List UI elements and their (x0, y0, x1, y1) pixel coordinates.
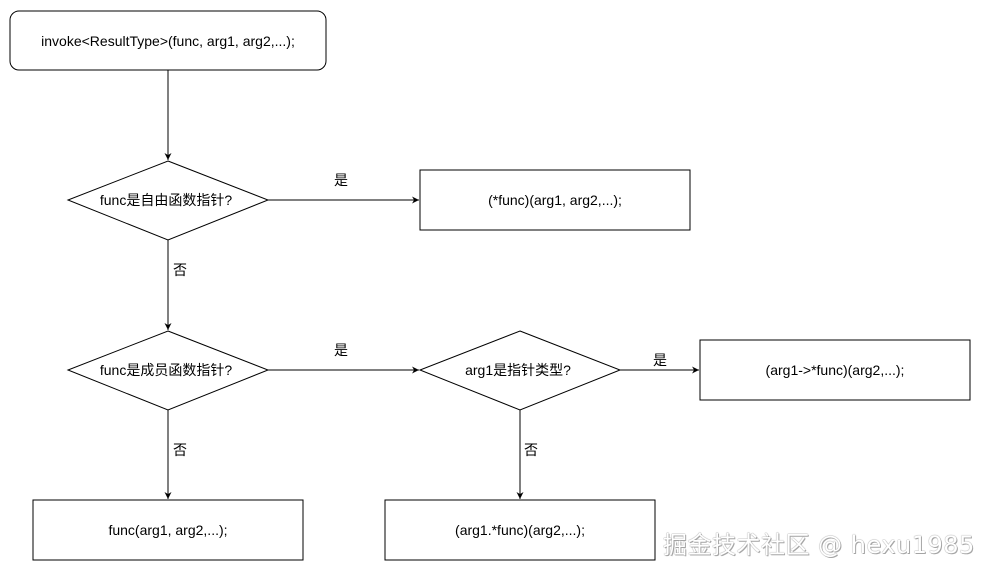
start-label: invoke<ResultType>(func, arg1, arg2,...)… (41, 33, 295, 49)
edge-label-yes: 是 (334, 172, 348, 188)
free-call-label: (*func)(arg1, arg2,...); (488, 192, 622, 208)
watermark: 掘金技术社区 @ hexu1985 (663, 531, 975, 559)
free-call-node (419, 169, 691, 231)
member-ptr-call-label: (arg1->*func)(arg2,...); (765, 362, 905, 378)
member-ref-call-node (384, 499, 656, 561)
free-func-question: func是自由函数指针? (99, 192, 233, 208)
edge-label-no: 否 (524, 442, 538, 458)
plain-call-node (32, 499, 304, 561)
edge-label-yes: 是 (334, 342, 348, 358)
member-ptr-call-node (699, 339, 971, 401)
arg1-pointer-question: arg1是指针类型? (465, 362, 571, 378)
member-ref-call-label: (arg1.*func)(arg2,...); (455, 522, 585, 538)
edge-label-no: 否 (173, 262, 187, 278)
plain-call-label: func(arg1, arg2,...); (108, 522, 228, 538)
edge-label-yes: 是 (653, 352, 667, 368)
member-func-question: func是成员函数指针? (99, 362, 233, 378)
edge-label-no: 否 (173, 442, 187, 458)
